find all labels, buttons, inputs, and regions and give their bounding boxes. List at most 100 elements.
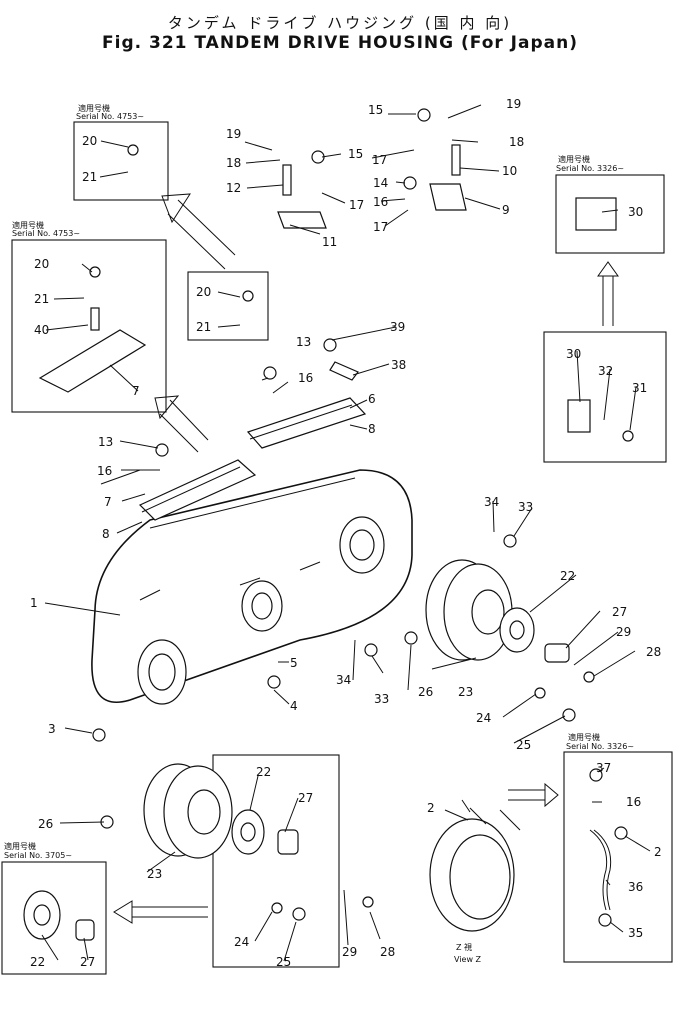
drum-23-lower xyxy=(143,763,233,859)
callout-label: 5 xyxy=(290,656,298,670)
bracket-30 xyxy=(567,399,591,433)
callout-label: 31 xyxy=(632,381,647,395)
applicable-note-jp: 適用号機 xyxy=(558,154,590,164)
callout-label: 21 xyxy=(34,292,49,306)
callout-label: 28 xyxy=(380,945,395,959)
callout-label: 16 xyxy=(298,371,313,385)
stud-12 xyxy=(282,164,292,196)
bolt-20 xyxy=(89,266,101,278)
callout-label: 2 xyxy=(427,801,435,815)
callout-label: 18 xyxy=(226,156,241,170)
callout-label: 30 xyxy=(628,205,643,219)
leader-lines xyxy=(41,104,651,962)
callout-label: 14 xyxy=(373,176,388,190)
bolt-14 xyxy=(403,176,417,190)
callout-label: 26 xyxy=(38,817,53,831)
hub-22-inset xyxy=(23,890,61,940)
callouts: 1 2 2 2 3 4 5 6 7 7 8 8 9 10 11 12 13 13… xyxy=(30,97,662,969)
cover-plate xyxy=(246,397,367,449)
direction-arrow-icon xyxy=(508,782,559,808)
bolt-24 xyxy=(534,687,546,699)
cap-27 xyxy=(544,643,570,663)
bolt-37 xyxy=(589,768,603,782)
bolt-28 xyxy=(583,671,595,683)
applicable-note-jp: 適用号機 xyxy=(568,732,600,742)
figure-title: Fig. 321 TANDEM DRIVE HOUSING xyxy=(102,33,455,53)
callout-label: 39 xyxy=(390,320,405,334)
callout-label: 4 xyxy=(290,699,298,713)
plug-25 xyxy=(292,907,306,921)
callout-label: 16 xyxy=(373,195,388,209)
inset-box-serial-4753-cover xyxy=(11,239,167,413)
callout-label: 15 xyxy=(368,103,383,117)
drum-23-upper xyxy=(425,559,513,661)
applicable-note-jp: 適用号機 xyxy=(12,220,44,230)
plug-33 xyxy=(503,534,517,548)
bolt-28 xyxy=(362,896,374,908)
callout-label: 38 xyxy=(391,358,406,372)
callout-label: 27 xyxy=(80,955,95,969)
plug-26 xyxy=(404,631,418,645)
callout-label: 13 xyxy=(98,435,113,449)
callout-label: 8 xyxy=(102,527,110,541)
callout-label: 20 xyxy=(34,257,49,271)
callout-label: 34 xyxy=(336,673,351,687)
plug-33 xyxy=(364,643,378,657)
fitting-2 xyxy=(614,826,628,840)
view-z-jp: Z 視 xyxy=(456,943,472,952)
bolt-20 xyxy=(127,144,139,156)
callout-label: 33 xyxy=(518,500,533,514)
callout-label: 33 xyxy=(374,692,389,706)
callout-label: 11 xyxy=(322,235,337,249)
callout-label: 19 xyxy=(226,127,241,141)
cover-plate xyxy=(138,459,257,521)
bolt-40 xyxy=(90,307,100,331)
callout-label: 17 xyxy=(373,220,388,234)
hub-22-upper xyxy=(499,607,535,653)
callout-label: 3 xyxy=(48,722,56,736)
inset-box-cover-assembly xyxy=(212,754,340,968)
callout-label: 21 xyxy=(82,170,97,184)
callout-label: 26 xyxy=(418,685,433,699)
callout-label: 23 xyxy=(458,685,473,699)
callout-label: 30 xyxy=(566,347,581,361)
inset-box-bracket xyxy=(543,331,667,463)
callout-label: 29 xyxy=(616,625,631,639)
bolt-15 xyxy=(417,108,431,122)
callout-label: 27 xyxy=(612,605,627,619)
plug-25 xyxy=(562,708,576,722)
serial-note-3326: Serial No. 3326~ xyxy=(566,742,634,751)
bolt-13 xyxy=(155,443,169,457)
bracket-9 xyxy=(429,183,467,211)
inset-box-serial-3326-top xyxy=(555,174,665,254)
callout-label: 15 xyxy=(348,147,363,161)
callout-label: 1 xyxy=(30,596,38,610)
bolt-13 xyxy=(263,366,277,380)
tandem-housing xyxy=(91,469,413,705)
plug-4 xyxy=(267,675,281,689)
view-z-label: View Z xyxy=(454,955,482,964)
inset-box-serial-3705 xyxy=(1,861,107,975)
applicable-note-jp: 適用号機 xyxy=(4,841,36,851)
callout-label: 6 xyxy=(368,392,376,406)
callout-label: 28 xyxy=(646,645,661,659)
fitting-35 xyxy=(598,913,612,927)
pipe-36 xyxy=(589,829,608,911)
title-jp-variant: (国 内 向 xyxy=(424,14,504,32)
title-jp-text: タンデム ドライブ ハウジング xyxy=(167,14,418,32)
inset-cover-plate xyxy=(38,329,147,393)
callout-label: 27 xyxy=(298,791,313,805)
inset-box-serial-4753-small xyxy=(73,121,169,201)
direction-arrow-icon xyxy=(154,395,209,453)
callout-label: 7 xyxy=(104,495,112,509)
inset-box-stud xyxy=(187,271,269,341)
figure-variant: (For Japan) xyxy=(461,33,578,53)
callout-label: 17 xyxy=(372,153,387,167)
callout-label: 18 xyxy=(509,135,524,149)
callout-label: 32 xyxy=(598,364,613,378)
callout-label: 16 xyxy=(97,464,112,478)
callout-label: 37 xyxy=(596,761,611,775)
callout-label: 10 xyxy=(502,164,517,178)
callout-label: 7 xyxy=(132,384,140,398)
